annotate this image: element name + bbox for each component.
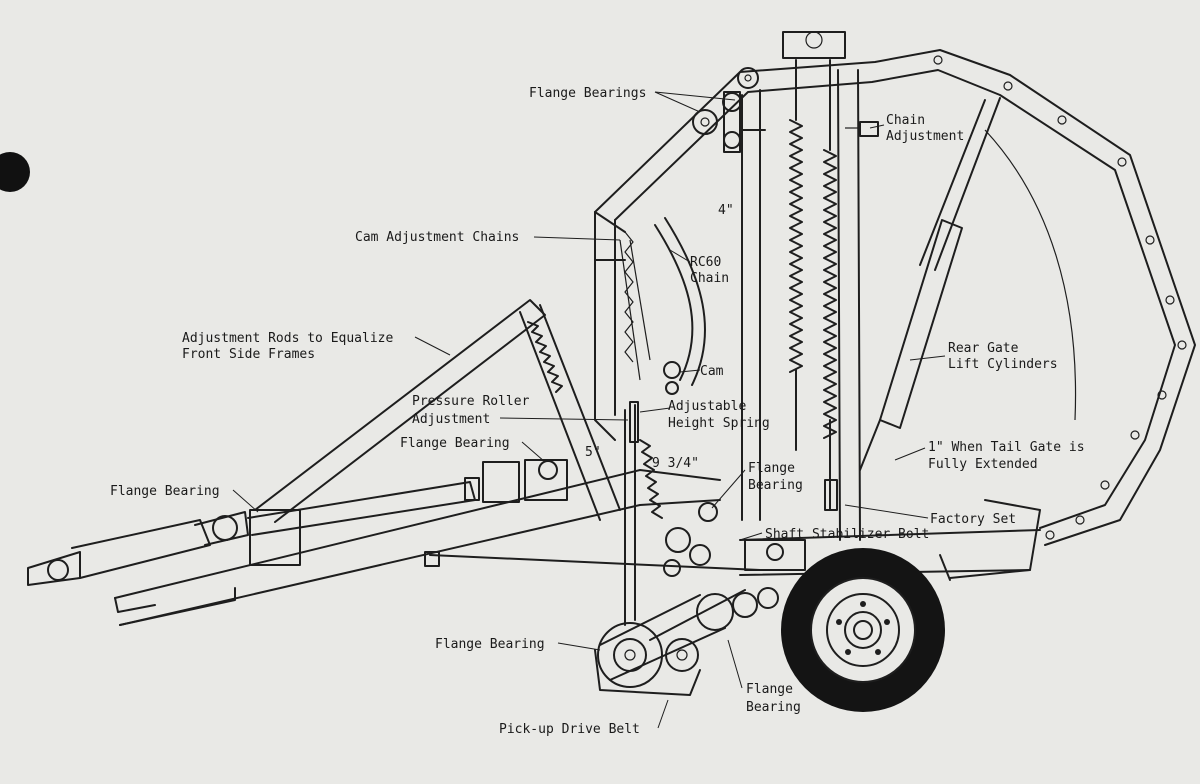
label-flange-bearing-bottom-1: Flange bbox=[746, 682, 793, 697]
label-flange-bearing-bottom-2: Bearing bbox=[746, 700, 801, 715]
label-adjustment-rods-1: Adjustment Rods to Equalize bbox=[182, 331, 393, 346]
label-rear-gate-2: Lift Cylinders bbox=[948, 357, 1058, 372]
label-flange-bearing-right-1: Flange bbox=[748, 461, 795, 476]
label-pickup-drive-belt: Pick-up Drive Belt bbox=[499, 722, 640, 737]
label-flange-bearing-mid: Flange Bearing bbox=[400, 436, 510, 451]
label-tail-gate-1: 1" When Tail Gate is bbox=[928, 440, 1085, 455]
label-cam: Cam bbox=[700, 364, 724, 379]
pto-shaft bbox=[27, 459, 568, 586]
label-pressure-roller-2: Adjustment bbox=[412, 412, 490, 427]
label-dim-4in: 4" bbox=[718, 203, 734, 218]
binder-hole bbox=[0, 152, 30, 192]
lower-drive bbox=[594, 401, 1041, 696]
label-rc60-1: RC60 bbox=[690, 255, 721, 270]
wheel bbox=[781, 548, 945, 712]
label-adjustment-rods-2: Front Side Frames bbox=[182, 347, 315, 362]
cam-and-chain bbox=[624, 217, 706, 395]
springs bbox=[789, 59, 838, 511]
tongue bbox=[114, 299, 761, 626]
pressure-roller-spring bbox=[519, 304, 621, 521]
side-frame bbox=[594, 31, 1196, 546]
label-dim-9-3-4: 9 3/4" bbox=[652, 456, 699, 471]
leader-lines bbox=[232, 91, 946, 729]
rear-gate-lift-cylinder bbox=[859, 97, 1001, 471]
label-flange-bearing-low: Flange Bearing bbox=[435, 637, 545, 652]
label-pressure-roller-1: Pressure Roller bbox=[412, 394, 530, 409]
label-cam-adjustment-chains: Cam Adjustment Chains bbox=[355, 230, 519, 245]
label-flange-bearing-left: Flange Bearing bbox=[110, 484, 220, 499]
label-chain-adjustment-1: Chain bbox=[886, 113, 925, 128]
label-adjustable-height-2: Height Spring bbox=[668, 416, 770, 431]
label-shaft-stabilizer-bolt: Shaft Stabilizer Bolt bbox=[765, 527, 929, 542]
labels: Flange Bearings Chain Adjustment 4" Cam … bbox=[110, 86, 1085, 737]
label-adjustable-height-1: Adjustable bbox=[668, 399, 746, 414]
label-rc60-2: Chain bbox=[690, 271, 729, 286]
label-dim-5in: 5" bbox=[585, 445, 601, 460]
label-flange-bearings-top: Flange Bearings bbox=[529, 86, 646, 101]
label-tail-gate-2: Fully Extended bbox=[928, 457, 1038, 472]
label-flange-bearing-right-2: Bearing bbox=[748, 478, 803, 493]
upper-sprockets bbox=[619, 67, 879, 381]
label-chain-adjustment-2: Adjustment bbox=[886, 129, 964, 144]
label-factory-set: Factory Set bbox=[930, 512, 1016, 527]
label-rear-gate-1: Rear Gate bbox=[948, 341, 1019, 356]
